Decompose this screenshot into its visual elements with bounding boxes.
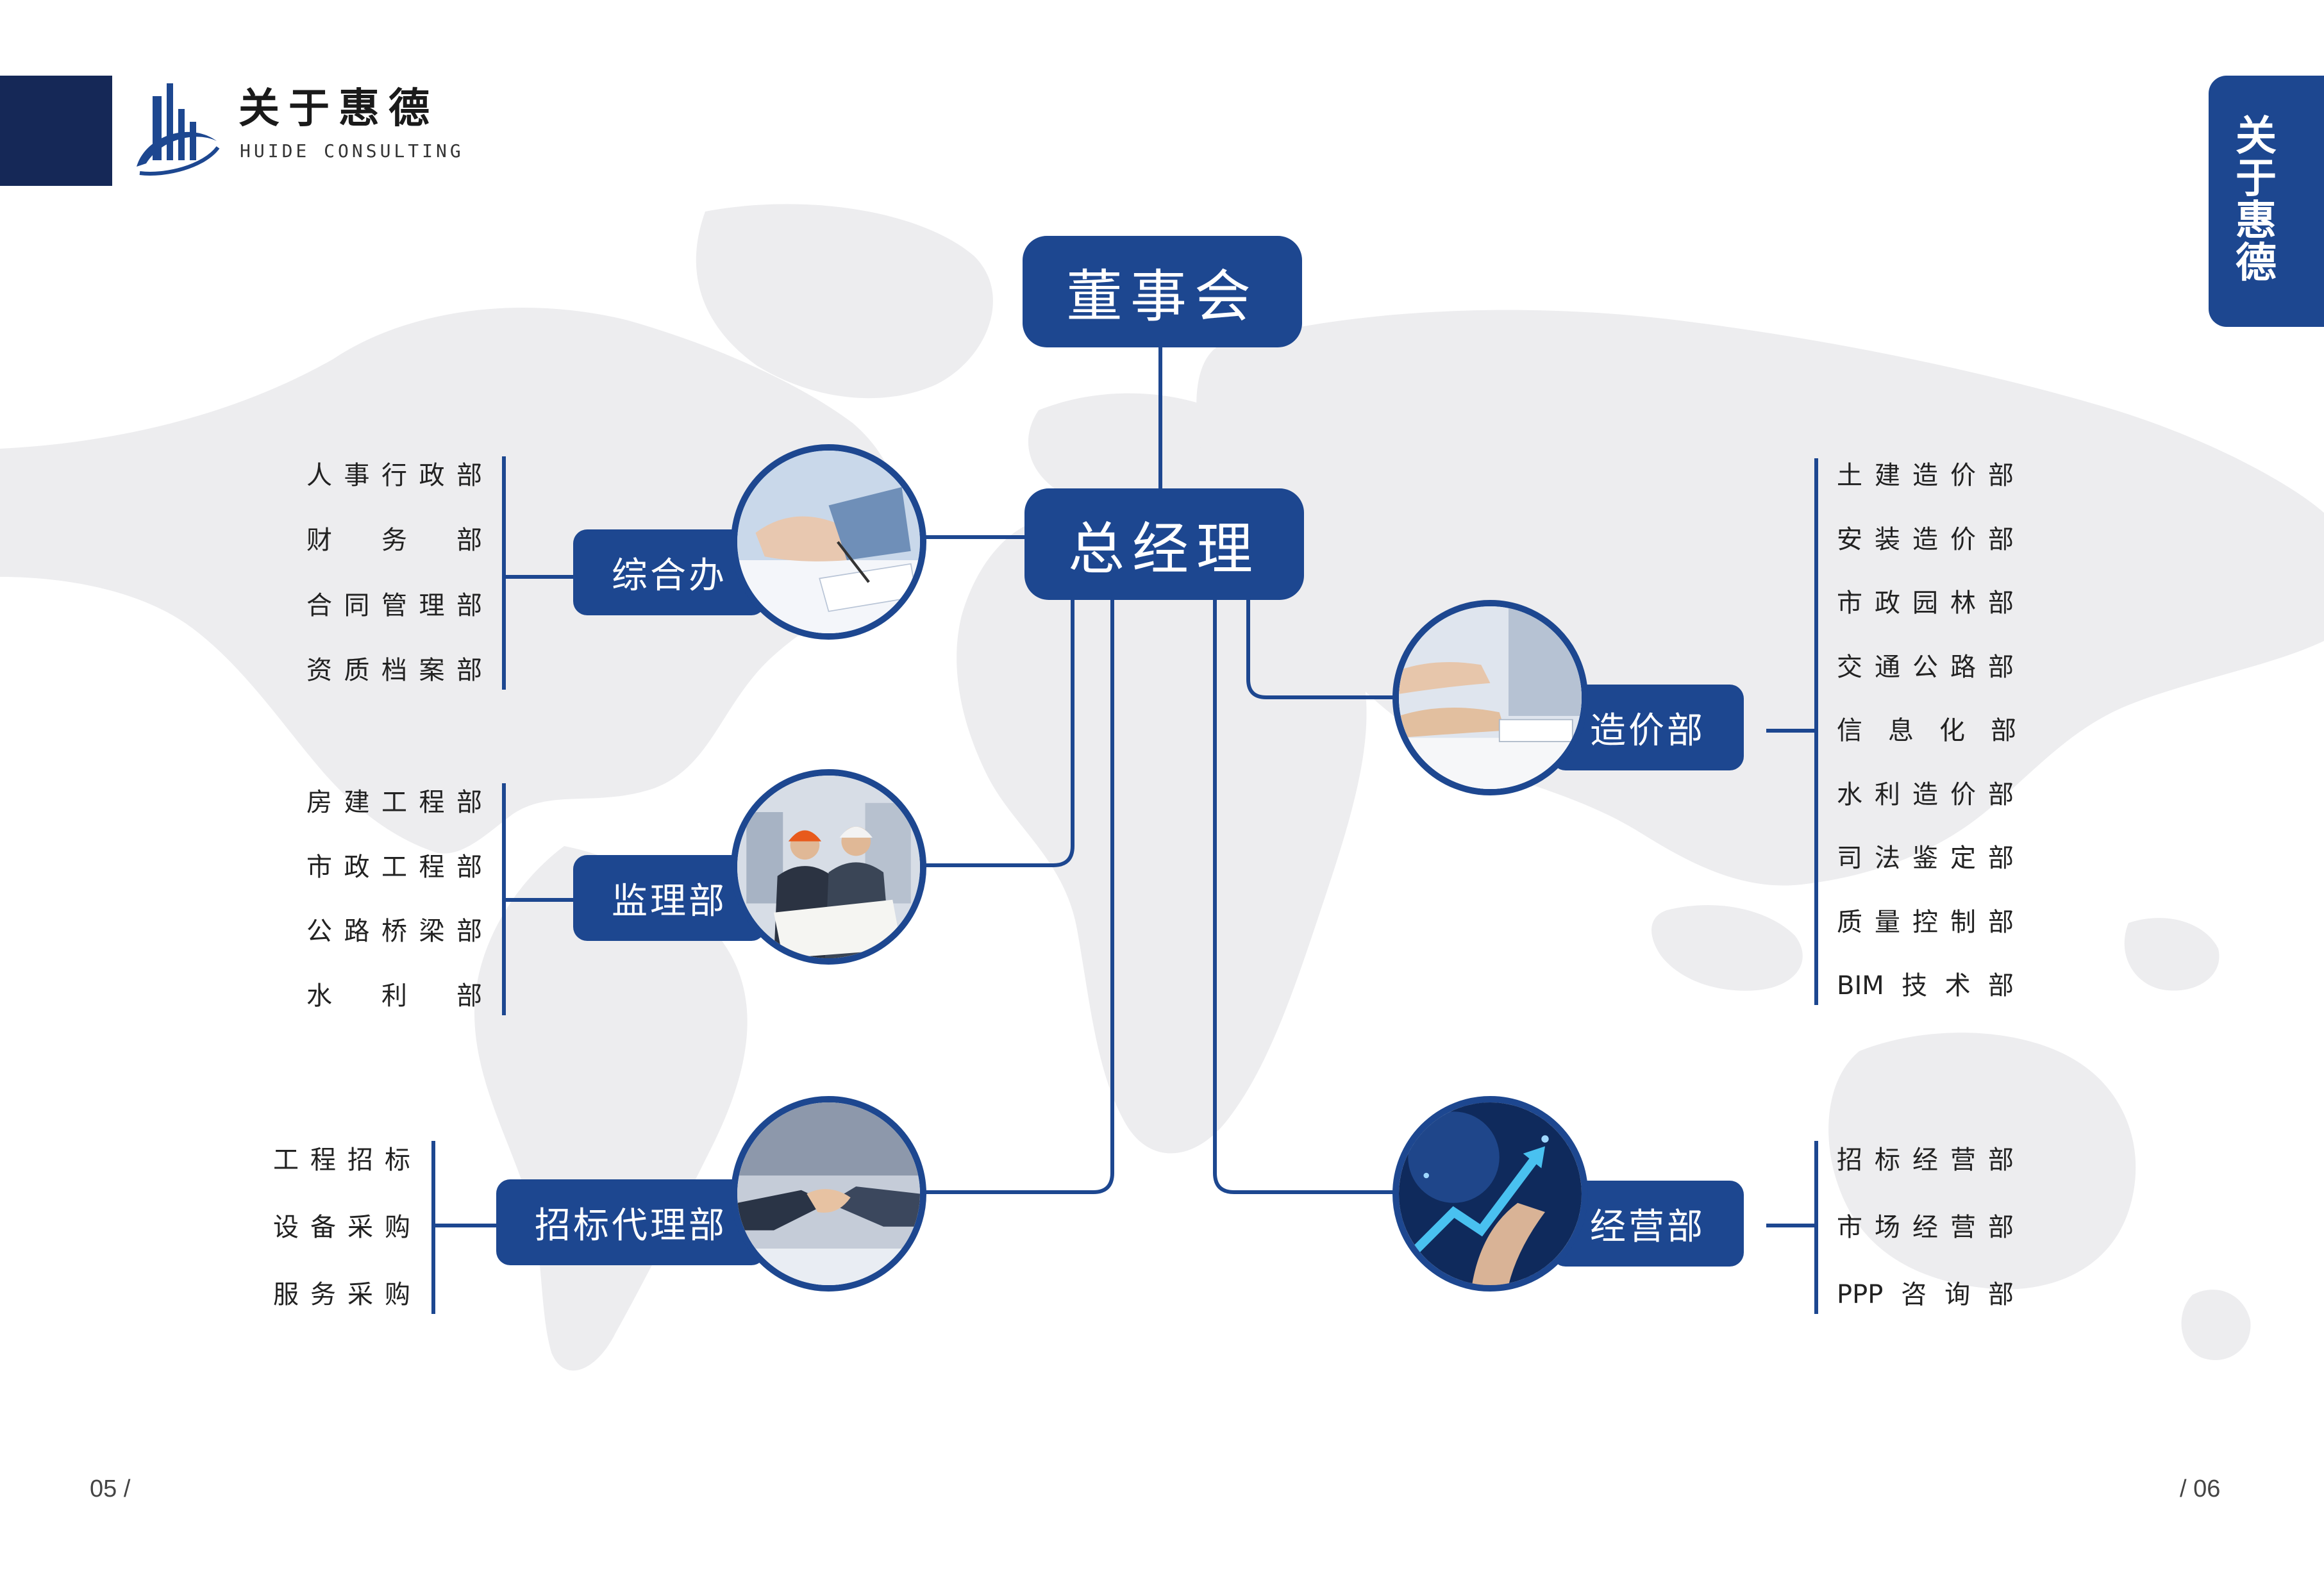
list-item: 公路桥梁部 — [306, 917, 482, 947]
bracket-zhaobiao — [431, 1141, 497, 1314]
dept-zaojia-items: 土建造价部 安装造价部 市政园林部 交通公路部 信 息 化 部 水利造价部 司法… — [1837, 456, 2016, 1005]
dept-jianli-items: 房建工程部 市政工程部 公路桥梁部 水 利 部 — [306, 783, 482, 1015]
dept-zaojia-label: 造价部 — [1551, 685, 1744, 770]
connector-gm-jingying — [1213, 596, 1394, 1194]
dept-zaojia-photo — [1392, 600, 1588, 795]
brand-subtitle: HUIDE CONSULTING — [240, 140, 464, 162]
list-item: 市政工程部 — [306, 852, 482, 882]
brand-title: 关于惠德 — [238, 85, 439, 133]
list-item: 人事行政部 — [306, 461, 482, 490]
bracket-jingying — [1766, 1141, 1818, 1314]
dept-zhaobiao-label: 招标代理部 — [496, 1179, 765, 1265]
dept-jianli-photo — [731, 769, 926, 965]
list-item: BIM技术部 — [1837, 971, 2014, 1001]
bracket-jianli — [502, 783, 574, 1015]
list-item: 财 务 部 — [306, 526, 482, 556]
page-number-right: / 06 — [2180, 1475, 2221, 1502]
board-box: 董事会 — [1023, 236, 1302, 347]
list-item: 资质档案部 — [306, 655, 482, 685]
list-item: 工程招标 — [273, 1145, 410, 1175]
connector-gm-zhaobiao — [921, 596, 1114, 1194]
gm-box: 总经理 — [1024, 488, 1304, 600]
connector-gm-zaojia — [1246, 596, 1394, 699]
list-item: 房建工程部 — [306, 788, 482, 817]
list-item: PPP咨询部 — [1837, 1280, 2014, 1309]
dept-jingying-items: 招标经营部 市场经营部 PPP咨询部 — [1837, 1141, 2014, 1314]
list-item: 市政园林部 — [1837, 588, 2014, 618]
bracket-zaojia — [1766, 458, 1818, 1005]
bracket-zonghe — [502, 456, 574, 690]
list-item: 招标经营部 — [1837, 1145, 2014, 1175]
header-corner-block — [0, 76, 112, 186]
list-item: 交通公路部 — [1837, 652, 2014, 682]
list-item: 设备采购 — [273, 1213, 410, 1242]
list-item: 土建造价部 — [1837, 461, 2014, 490]
dept-zonghe-items: 人事行政部 财 务 部 合同管理部 资质档案部 — [306, 456, 482, 690]
list-item: 市场经营部 — [1837, 1213, 2014, 1242]
list-item: 服务采购 — [273, 1280, 410, 1309]
list-item: 水 利 部 — [306, 981, 482, 1011]
list-item: 安装造价部 — [1837, 524, 2014, 554]
list-item: 合同管理部 — [306, 590, 482, 620]
list-item: 水利造价部 — [1837, 779, 2014, 810]
list-item: 质量控制部 — [1837, 907, 2014, 937]
huide-logo-icon — [137, 83, 220, 176]
side-tab[interactable] — [2209, 76, 2324, 327]
dept-jingying-photo — [1392, 1096, 1588, 1292]
list-item: 信 息 化 部 — [1837, 716, 2016, 745]
side-tab-label: 关于惠德 — [2236, 113, 2277, 287]
dept-zhaobiao-photo — [731, 1096, 926, 1292]
dept-zonghe-photo — [731, 444, 926, 640]
connector-gm-jianli — [921, 596, 1074, 867]
page-number-left: 05 / — [90, 1475, 131, 1502]
list-item: 司法鉴定部 — [1837, 843, 2014, 873]
dept-zhaobiao-items: 工程招标 设备采购 服务采购 — [273, 1141, 410, 1314]
